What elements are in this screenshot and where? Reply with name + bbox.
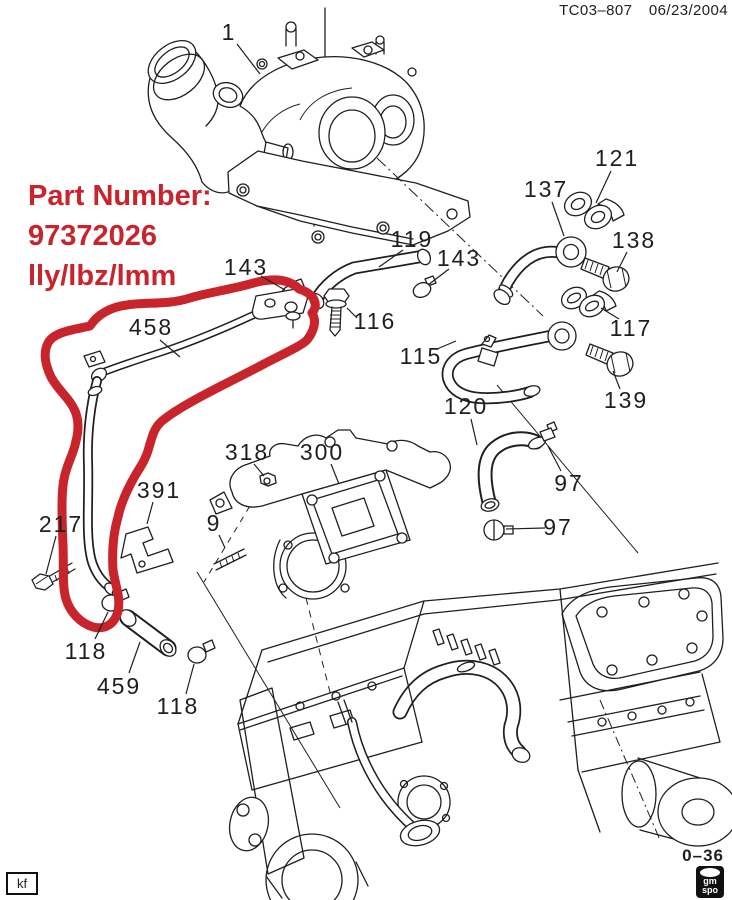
part-washers-117 (560, 286, 617, 318)
leader-line-121 (595, 170, 612, 204)
leader-line-391 (146, 501, 154, 525)
leader-line-9 (218, 534, 226, 549)
part-callout-391: 391 (137, 477, 181, 503)
part-washers-121 (563, 191, 625, 230)
annotation-line-3: lly/lbz/lmm (28, 260, 177, 292)
page-reference: 0–36 (682, 846, 724, 865)
leader-line-143 (427, 268, 450, 286)
part-bracket-391 (120, 526, 174, 574)
part-bolt-116 (323, 288, 350, 337)
part-callout-138: 138 (612, 227, 656, 253)
part-oil-pipe-137 (493, 236, 587, 306)
part-callout-143: 143 (224, 254, 268, 280)
leader-line-1 (236, 43, 261, 75)
part-callout-115: 115 (400, 343, 443, 369)
logo-can-top (700, 868, 720, 877)
part-bolt-217 (31, 562, 76, 591)
part-nut-318 (259, 472, 277, 487)
red-highlight-outline (40, 275, 320, 633)
logo-text-spo: spo (701, 885, 718, 895)
leader-line-143 (260, 275, 286, 291)
part-callout-117: 117 (610, 315, 653, 341)
part-callout-118: 118 (65, 638, 108, 664)
drawing-date: 06/23/2004 (648, 2, 728, 19)
part-clamp-143-right (412, 275, 437, 299)
leader-line-458 (159, 339, 181, 358)
part-callout-97: 97 (543, 514, 573, 540)
part-callout-318: 318 (225, 439, 269, 465)
gm-spo-logo-icon: gm spo (696, 866, 724, 898)
leader-line-97 (505, 527, 546, 530)
leader-line-118 (185, 663, 195, 695)
part-clamp-97-lower (483, 519, 514, 541)
part-callout-459: 459 (97, 673, 141, 699)
part-hose-119 (309, 248, 432, 310)
part-callout-116: 116 (354, 308, 397, 334)
drawing-header: TC03–807 06/23/2004 (547, 2, 728, 19)
leader-line-300 (330, 463, 340, 485)
leader-line-120 (470, 418, 478, 446)
annotation-line-2: 97372026 (28, 220, 158, 252)
part-callout-458: 458 (129, 314, 173, 340)
drawing-number: TC03–807 (559, 2, 633, 19)
engine-block-art (196, 384, 732, 900)
part-callout-139: 139 (604, 387, 648, 413)
part-clamp-97-upper (539, 421, 558, 442)
part-callout-121: 121 (595, 145, 639, 171)
leader-line-119 (378, 249, 404, 268)
part-callout-217: 217 (39, 511, 83, 537)
part-oil-feed-pipe-458 (82, 288, 309, 600)
leader-line-137 (551, 201, 565, 237)
part-number-annotation: Part Number: 97372026 lly/lbz/lmm (28, 176, 212, 296)
leader-line-318 (253, 463, 265, 477)
part-callout-143: 143 (437, 245, 481, 271)
part-stud-9 (213, 548, 247, 571)
part-callout-118: 118 (157, 693, 200, 719)
author-initials-box: kf (6, 872, 38, 895)
part-banjo-bolt-138 (580, 257, 630, 292)
leader-line-459 (128, 641, 141, 674)
part-callout-1: 1 (222, 19, 237, 45)
part-banjo-bolt-139 (585, 343, 634, 377)
leader-line-116 (346, 307, 358, 319)
leader-line-97 (547, 445, 562, 472)
part-hose-120 (477, 431, 547, 512)
leader-line-118 (94, 611, 109, 640)
part-callout-97: 97 (554, 470, 584, 496)
leader-line-139 (612, 370, 621, 390)
part-callout-119: 119 (391, 226, 434, 252)
annotation-line-1: Part Number: (28, 180, 212, 212)
logo-text-gm: gm (703, 876, 717, 886)
part-callout-9: 9 (207, 510, 222, 536)
part-callout-300: 300 (300, 439, 344, 465)
part-exhaust-manifold-300 (209, 429, 452, 571)
leader-line-117 (600, 307, 620, 320)
part-callout-120: 120 (444, 393, 488, 419)
part-clamp-118-lower (187, 639, 216, 664)
leader-line-138 (616, 251, 628, 273)
part-turbocharger-1 (147, 7, 544, 317)
leader-line-217 (45, 535, 57, 575)
part-callout-137: 137 (524, 176, 568, 202)
part-oil-return-pipe-115 (441, 321, 577, 405)
leader-line-115 (436, 340, 457, 350)
part-hose-459 (119, 609, 177, 657)
